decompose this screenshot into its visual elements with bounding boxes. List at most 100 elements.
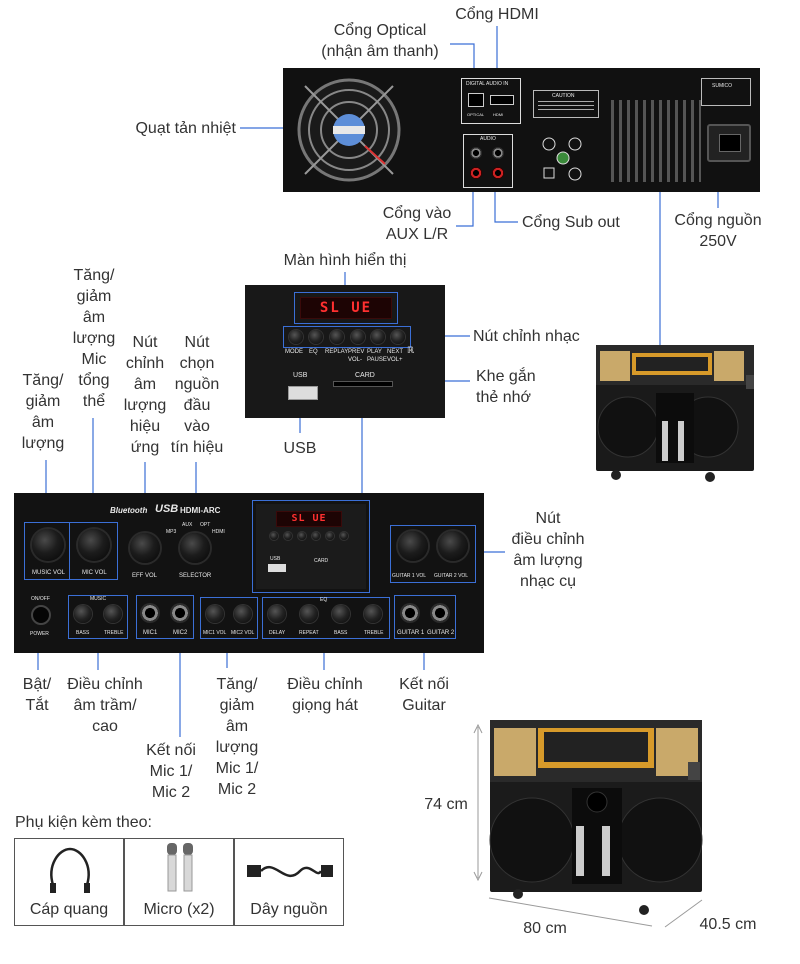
guitar1-vol-knob[interactable]: [398, 531, 428, 561]
front-module-card: CARD: [314, 558, 329, 564]
accessories-title: Phụ kiện kèm theo:: [15, 814, 152, 831]
guitar2-vol-label: GUITAR 2 VOL: [434, 573, 469, 579]
front-btn-1[interactable]: [270, 532, 278, 540]
caution-text: CAUTION: [552, 93, 575, 99]
front-btn-5[interactable]: [326, 532, 334, 540]
guitar1-label: GUITAR 1: [397, 630, 425, 636]
hdmi-rear-label: HDMI: [493, 112, 504, 117]
vocal-bass-label: BASS: [334, 630, 348, 636]
sub-out-label: Cổng Sub out: [522, 214, 620, 231]
selector-knob[interactable]: [180, 533, 210, 563]
mp3-label: MP3: [166, 529, 177, 535]
vocal-adjust-label: Điều chỉnh giọng hát: [287, 676, 363, 714]
front-btn-2[interactable]: [284, 532, 292, 540]
music-bass-knob[interactable]: [74, 605, 92, 623]
usb-label-callout: USB: [283, 440, 317, 457]
speaker-dimension-image: [488, 718, 710, 918]
guitar2-vol-knob[interactable]: [438, 531, 468, 561]
power-cord-icon: [247, 865, 333, 878]
guitar-inputs-highlight: [394, 595, 456, 639]
guitar1-jack[interactable]: [400, 603, 420, 623]
vocal-bass-knob[interactable]: [332, 605, 350, 623]
eq-button[interactable]: [309, 330, 323, 344]
aux-in-right-jack[interactable]: [470, 167, 482, 179]
volume-label: Tăng/ giảm âm lượng: [21, 372, 65, 452]
music-treble-knob[interactable]: [104, 605, 122, 623]
front-panel: Bluetooth USB HDMI-ARC MUSIC VOL MIC VOL…: [14, 493, 484, 653]
power-switch[interactable]: [31, 605, 51, 625]
brand-plate: SUMICO: [701, 78, 751, 106]
usb-port[interactable]: [288, 386, 318, 400]
eff-vol-label: EFF VOL: [132, 573, 158, 579]
aux-in-left-jack[interactable]: [470, 147, 482, 159]
btn-label-next: NEXT: [387, 349, 404, 355]
mic2-jack[interactable]: [170, 603, 190, 623]
guitar-inputs-label: Kết nối Guitar: [399, 676, 449, 714]
btn-label-replay: REPLAY: [325, 349, 349, 355]
display-module: SL UE MODE EQ REPLAY PREV PLAY NEXT VOL-…: [245, 285, 445, 418]
music-bass-label: BASS: [76, 630, 90, 636]
music-vol-knob[interactable]: [32, 529, 64, 561]
mic1-jack[interactable]: [140, 603, 160, 623]
mic-volume-highlight: [200, 597, 258, 639]
replay-button[interactable]: [330, 330, 344, 344]
mic-vol-label: MIC VOL: [82, 570, 107, 576]
front-btn-6[interactable]: [340, 532, 348, 540]
front-btn-4[interactable]: [312, 532, 320, 540]
vocal-highlight: [262, 597, 390, 639]
vocal-treble-label: TREBLE: [364, 630, 384, 636]
power-socket[interactable]: [707, 124, 751, 162]
front-module: SL UE USB CARD: [256, 504, 366, 589]
accessory-optical-cable: Cáp quang: [14, 838, 124, 926]
sub-out-jack-2[interactable]: [492, 167, 504, 179]
rear-panel: DIGITAL AUDIO IN OPTICAL HDMI AUDIO CAUT…: [283, 68, 760, 192]
delay-knob[interactable]: [268, 605, 286, 623]
mic-vol-knob[interactable]: [78, 529, 110, 561]
speaker-thumbnail: [596, 345, 754, 485]
hdmi-port[interactable]: [490, 95, 514, 105]
hdmi-port-label: Cổng HDMI: [455, 6, 539, 23]
cooling-fan-image: [295, 76, 403, 184]
btn-sub-vol-minus: VOL-: [348, 357, 363, 363]
mic1-vol-knob[interactable]: [206, 605, 224, 623]
optical-port[interactable]: [468, 93, 484, 107]
ir-icon: ℝ: [407, 345, 415, 355]
delay-label: DELAY: [269, 630, 286, 636]
btn-sub-vol-plus: VOL+: [387, 357, 403, 363]
hdmi-arc-logo: HDMI-ARC: [180, 506, 221, 515]
optical-label: OPTICAL: [467, 112, 485, 117]
mode-button[interactable]: [289, 330, 303, 344]
power-switch-label: Bật/ Tắt: [22, 676, 52, 714]
next-button[interactable]: [391, 330, 405, 344]
vent-grille: [611, 100, 701, 182]
led-display: SL UE: [300, 297, 392, 319]
power-port-label: Cổng nguồn 250V: [674, 212, 762, 250]
btn-label-mode: MODE: [285, 349, 303, 355]
music-vol-label: MUSIC VOL: [32, 570, 66, 576]
guitar2-jack[interactable]: [430, 603, 450, 623]
front-usb-port[interactable]: [268, 564, 286, 572]
play-button[interactable]: [371, 330, 385, 344]
sub-out-jack[interactable]: [492, 147, 504, 159]
source-selector-label: Nút chọn nguồn đầu vào tín hiệu: [170, 334, 224, 456]
card-slot[interactable]: [333, 381, 393, 387]
caution-label: CAUTION: [533, 90, 599, 118]
mic1-vol-label: MIC1 VOL: [203, 630, 227, 636]
repeat-knob[interactable]: [300, 605, 318, 623]
btn-label-prev: PREV: [348, 349, 365, 355]
digital-audio-in-label: DIGITAL AUDIO IN: [466, 81, 509, 87]
btn-label-play: PLAY: [367, 349, 382, 355]
depth-dimension-label: 40.5 cm: [699, 916, 757, 933]
front-btn-3[interactable]: [298, 532, 306, 540]
mic2-label: MIC2: [173, 630, 188, 636]
front-led-display: SL UE: [276, 511, 342, 527]
display-label: Màn hình hiển thị: [283, 252, 407, 269]
prev-button[interactable]: [351, 330, 365, 344]
dimension-width-line: [488, 897, 653, 927]
line-sub: [494, 180, 518, 223]
mic2-vol-knob[interactable]: [234, 605, 252, 623]
music-buttons-highlight: [283, 326, 411, 348]
vocal-treble-knob[interactable]: [364, 605, 382, 623]
eff-vol-knob[interactable]: [130, 533, 160, 563]
repeat-label: REPEAT: [299, 630, 319, 636]
